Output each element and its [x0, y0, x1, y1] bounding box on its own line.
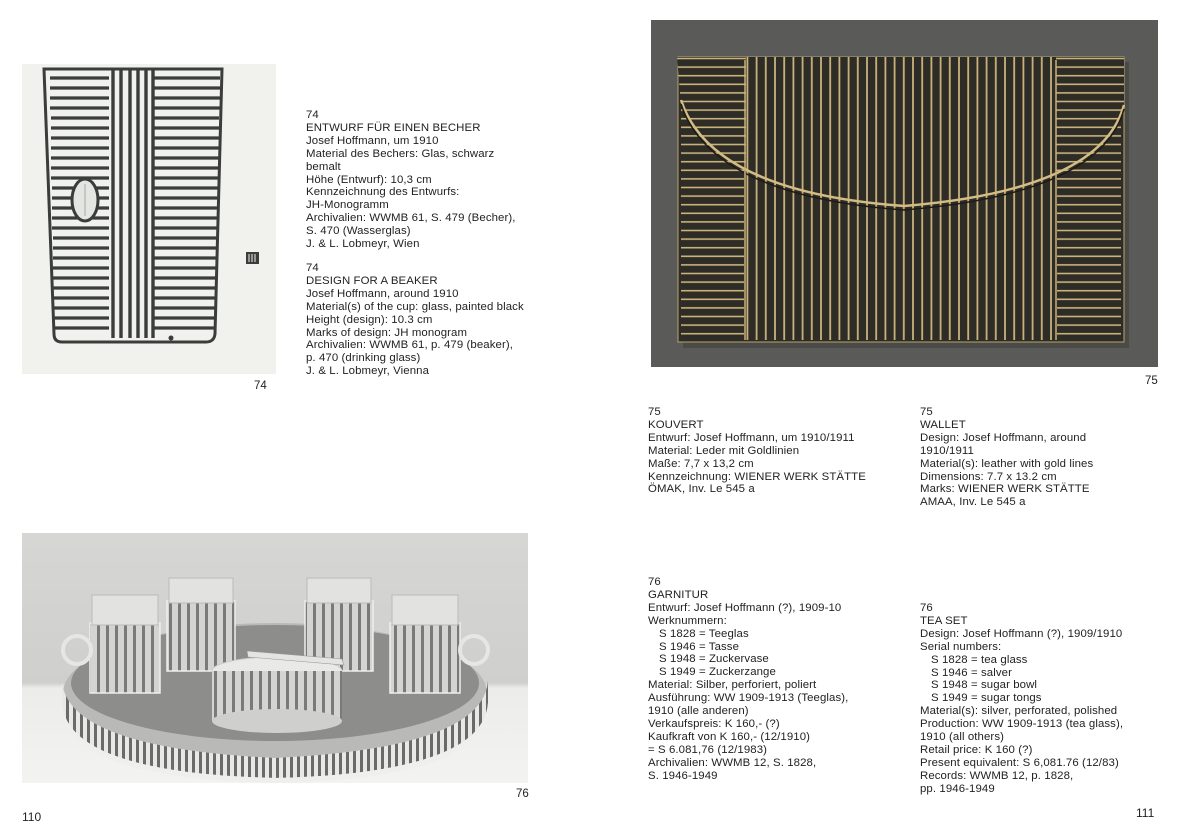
caption-line: Werknummern:: [648, 614, 727, 627]
figure-76-tea-set-photo: [22, 533, 528, 783]
caption-line: Material(s): silver, perforated, polishe…: [920, 705, 1118, 718]
caption-title: WALLET: [920, 418, 966, 431]
caption-number: 74: [306, 262, 319, 274]
caption-line: S. 470 (Wasserglas): [306, 225, 411, 238]
caption-number: 75: [920, 406, 933, 418]
caption-title: ENTWURF FÜR EINEN BECHER: [306, 121, 481, 134]
caption-line: J. & L. Lobmeyr, Wien: [306, 238, 420, 251]
caption-line: Records: WWMB 12, p. 1828,: [920, 769, 1074, 782]
caption-line: Height (design): 10.3 cm: [306, 313, 433, 326]
caption-line: Ausführung: WW 1909-1913 (Teeglas),: [648, 692, 849, 705]
caption-number: 75: [648, 406, 661, 418]
caption-line: Design: Josef Hoffmann, around: [920, 431, 1087, 444]
caption-line: ÖMAK, Inv. Le 545 a: [648, 483, 755, 496]
serial-item: S 1948 = Zuckervase: [659, 653, 769, 666]
caption-line: Material(s) of the cup: glass, painted b…: [306, 300, 524, 313]
silver-tea-set-photo-icon: [22, 533, 528, 783]
beaker-design-drawing-icon: [22, 64, 276, 374]
caption-line: Entwurf: Josef Hoffmann (?), 1909-10: [648, 601, 842, 614]
caption-line: AMAA, Inv. Le 545 a: [920, 496, 1026, 509]
figure-76-label: 76: [516, 788, 529, 800]
caption-line: Material(s): leather with gold lines: [920, 457, 1094, 470]
page-number-left: 110: [22, 810, 42, 824]
caption-75-de: 75 KOUVERT Entwurf: Josef Hoffmann, um 1…: [648, 406, 866, 496]
caption-line: pp. 1946-1949: [920, 782, 995, 795]
caption-title: GARNITUR: [648, 588, 709, 601]
caption-line: Retail price: K 160 (?): [920, 743, 1033, 756]
caption-line: 1910 (alle anderen): [648, 705, 749, 718]
caption-74-en: 74 DESIGN FOR A BEAKER Josef Hoffmann, a…: [306, 262, 524, 378]
caption-line: Kennzeichnung des Entwurfs:: [306, 186, 460, 199]
caption-74-de: 74 ENTWURF FÜR EINEN BECHER Josef Hoffma…: [306, 109, 516, 251]
caption-line: S. 1946-1949: [648, 769, 718, 782]
serial-item: S 1946 = salver: [931, 666, 1012, 679]
caption-line: Josef Hoffmann, um 1910: [306, 134, 439, 147]
serial-item: S 1828 = tea glass: [931, 653, 1028, 666]
caption-line: Archivalien: WWMB 61, p. 479 (beaker),: [306, 339, 514, 352]
caption-line: 1910/1911: [920, 444, 974, 457]
page-number-right: 111: [1136, 806, 1155, 820]
caption-line: Kaufkraft von K 160,- (12/1910): [648, 730, 811, 743]
caption-line: Archivalien: WWMB 61, S. 479 (Becher),: [306, 212, 516, 225]
caption-75-en: 75 WALLET Design: Josef Hoffmann, around…: [920, 406, 1093, 509]
caption-line: JH-Monogramm: [306, 199, 389, 212]
caption-line: Present equivalent: S 6,081.76 (12/83): [920, 756, 1119, 769]
caption-line: Verkaufspreis: K 160,- (?): [648, 717, 780, 730]
caption-line: Serial numbers:: [920, 640, 1002, 653]
caption-number: 76: [648, 576, 661, 588]
caption-title: KOUVERT: [648, 418, 704, 431]
caption-line: Marks of design: JH monogram: [306, 326, 468, 339]
caption-line: Maße: 7,7 x 13,2 cm: [648, 457, 754, 470]
caption-line: Höhe (Entwurf): 10,3 cm: [306, 173, 432, 186]
caption-line: Material des Bechers: Glas, schwarz: [306, 147, 495, 160]
caption-title: TEA SET: [920, 614, 968, 627]
serial-item: S 1948 = sugar bowl: [931, 679, 1038, 692]
caption-line: Production: WW 1909-1913 (tea glass),: [920, 718, 1124, 731]
caption-line: p. 470 (drinking glass): [306, 352, 421, 365]
figure-74-label: 74: [254, 380, 267, 392]
caption-line: Kennzeichnung: WIENER WERK STÄTTE: [648, 470, 866, 483]
serial-item: S 1949 = sugar tongs: [931, 692, 1042, 705]
caption-line: Design: Josef Hoffmann (?), 1909/1910: [920, 627, 1123, 640]
figure-74-beaker-drawing: [22, 64, 276, 374]
caption-line: Marks: WIENER WERK STÄTTE: [920, 483, 1090, 496]
caption-line: Archivalien: WWMB 12, S. 1828,: [648, 756, 817, 769]
caption-line: 1910 (all others): [920, 731, 1005, 744]
serial-item: S 1946 = Tasse: [659, 640, 740, 653]
caption-line: Entwurf: Josef Hoffmann, um 1910/1911: [648, 431, 855, 444]
caption-line: Josef Hoffmann, around 1910: [306, 287, 459, 300]
caption-line: Dimensions: 7.7 x 13.2 cm: [920, 470, 1057, 483]
caption-number: 74: [306, 109, 319, 121]
serial-item: S 1949 = Zuckerzange: [659, 666, 776, 679]
caption-line: Material: Leder mit Goldlinien: [648, 444, 800, 457]
caption-line: bemalt: [306, 160, 341, 173]
caption-title: DESIGN FOR A BEAKER: [306, 274, 438, 287]
caption-number: 76: [920, 602, 933, 614]
caption-76-en: 76 TEA SET Design: Josef Hoffmann (?), 1…: [920, 602, 1123, 796]
leather-wallet-photo-icon: [651, 20, 1158, 367]
caption-line: J. & L. Lobmeyr, Vienna: [306, 365, 430, 378]
serial-item: S 1828 = Teeglas: [659, 627, 749, 640]
caption-line: = S 6.081,76 (12/1983): [648, 743, 768, 756]
caption-76-de: 76 GARNITUR Entwurf: Josef Hoffmann (?),…: [648, 576, 848, 783]
figure-75-label: 75: [1145, 375, 1158, 387]
caption-line: Material: Silber, perforiert, poliert: [648, 679, 817, 692]
figure-75-wallet-photo: [651, 20, 1158, 367]
